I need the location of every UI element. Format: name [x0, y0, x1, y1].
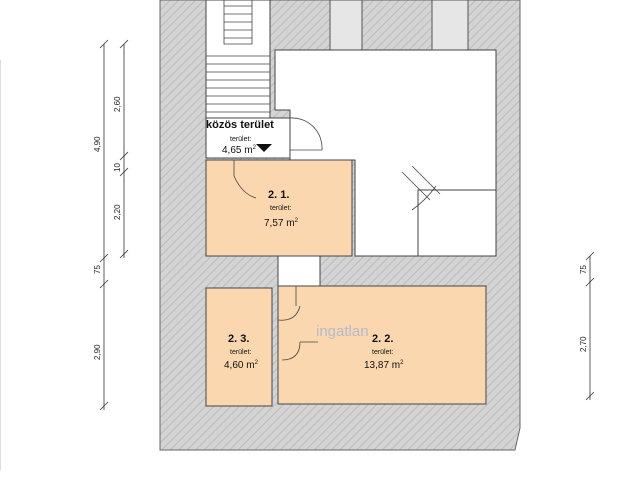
dimension-left-outer	[99, 39, 109, 411]
room-2-1-area-label: terület:	[270, 205, 291, 212]
room-2-1-name: 2. 1.	[268, 189, 289, 201]
room-2-1-area: 7,57 m2	[264, 218, 299, 229]
common-area	[205, 117, 291, 159]
hallway	[277, 255, 321, 287]
common-area-area-label: terület:	[230, 136, 251, 143]
room-2-2-area: 13,87 m2	[364, 360, 404, 371]
room-2-2	[277, 285, 487, 405]
closet	[417, 189, 497, 257]
common-area-area: 4,65 m2	[222, 145, 257, 156]
room-2-3-name: 2. 3.	[228, 333, 249, 345]
chimney-left	[329, 0, 363, 53]
dim-75-left: 75	[93, 265, 102, 274]
room-2-3	[205, 287, 273, 407]
entry-arrow	[256, 144, 272, 152]
common-area-name: közös terület	[206, 119, 274, 131]
dim-2-70: 2,70	[579, 336, 588, 352]
dim-2-20: 2,20	[113, 204, 122, 220]
dim-75-right: 75	[579, 265, 588, 274]
dim-4-90: 4,90	[93, 136, 102, 152]
dimension-left-inner	[119, 39, 129, 259]
common-door	[289, 117, 323, 151]
room-2-3-area-label: terület:	[230, 349, 251, 356]
room-2-1-door	[233, 160, 257, 199]
chimney-right	[431, 0, 469, 53]
stairwell	[205, 0, 271, 119]
watermark: ingatlan	[316, 323, 369, 340]
room-2-2-area-label: terület:	[372, 349, 393, 356]
room-2-2-name: 2. 2.	[372, 333, 393, 345]
stair-steps	[206, 0, 270, 113]
dim-2-90: 2,90	[93, 344, 102, 360]
room-2-3-area: 4,60 m2	[224, 360, 259, 371]
dim-10: 10	[113, 163, 122, 172]
room-2-2-door	[277, 285, 318, 361]
room-2-1	[205, 159, 353, 257]
dim-2-60: 2,60	[113, 96, 122, 112]
closet-door	[401, 165, 441, 211]
dimension-right	[585, 251, 595, 401]
